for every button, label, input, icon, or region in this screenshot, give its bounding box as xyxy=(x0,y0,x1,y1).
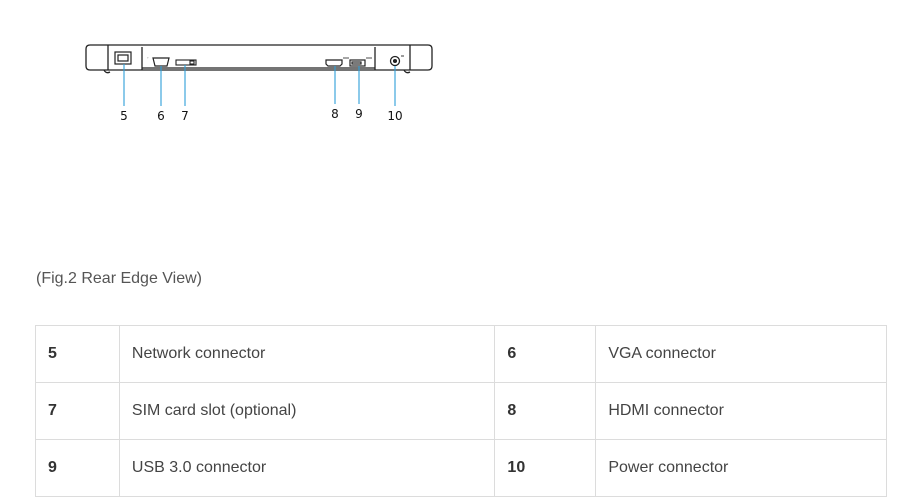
callout-number: 8 xyxy=(331,107,339,121)
table-row: 5 Network connector 6 VGA connector xyxy=(35,325,887,383)
callout-number: 10 xyxy=(387,109,402,123)
item-description: Network connector xyxy=(118,325,496,383)
vga-port-icon: ◦ xyxy=(147,55,170,67)
table-row: 9 USB 3.0 connector 10 Power connector xyxy=(35,439,887,497)
hdmi-port-icon xyxy=(325,57,349,67)
callout-number: 7 xyxy=(181,109,189,123)
figure-caption: (Fig.2 Rear Edge View) xyxy=(36,270,202,287)
connector-table: 5 Network connector 6 VGA connector 7 SI… xyxy=(35,325,887,497)
item-number: 10 xyxy=(494,439,597,497)
laptop-rear-edge-illustration: ◦ xyxy=(85,44,433,123)
item-number: 7 xyxy=(35,382,120,440)
network-port-icon xyxy=(114,51,132,65)
svg-text:◦: ◦ xyxy=(147,55,149,60)
item-number: 8 xyxy=(494,382,597,440)
rear-edge-figure: ◦ xyxy=(0,0,460,135)
item-number: 9 xyxy=(35,439,120,497)
callout-number: 5 xyxy=(120,109,128,123)
table-row: 7 SIM card slot (optional) 8 HDMI connec… xyxy=(35,382,887,440)
item-description: USB 3.0 connector xyxy=(118,439,496,497)
power-jack-icon xyxy=(389,55,404,67)
item-description: SIM card slot (optional) xyxy=(118,382,496,440)
callout-number: 6 xyxy=(157,109,165,123)
sim-slot-icon xyxy=(175,59,197,66)
item-number: 5 xyxy=(35,325,120,383)
item-description: HDMI connector xyxy=(595,382,887,440)
item-number: 6 xyxy=(494,325,597,383)
usb-port-icon xyxy=(349,57,372,67)
laptop-chassis xyxy=(85,44,433,74)
item-description: Power connector xyxy=(595,439,887,497)
callout-lines xyxy=(123,64,396,106)
callout-number: 9 xyxy=(355,107,363,121)
item-description: VGA connector xyxy=(595,325,887,383)
